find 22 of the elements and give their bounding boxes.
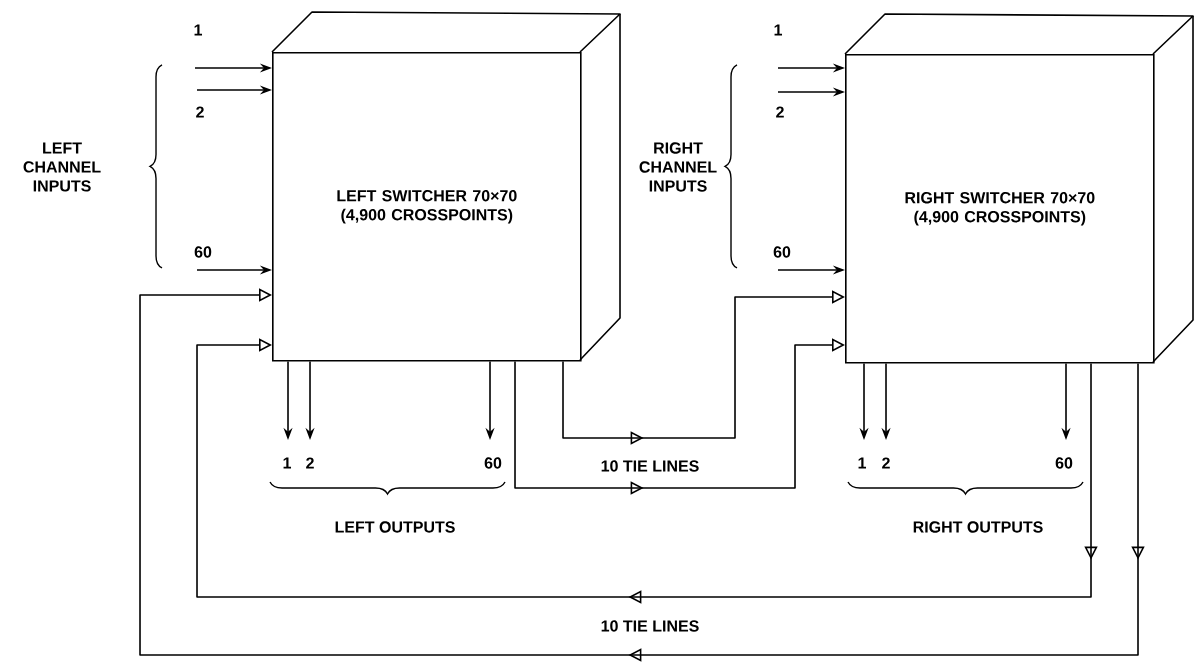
number-label: 60 xyxy=(773,246,791,258)
text-label: 60 xyxy=(1055,457,1073,469)
number-label: 1 xyxy=(194,24,202,36)
number-label: 2 xyxy=(776,106,784,118)
number-label: 2 xyxy=(306,457,314,469)
number-label: 60 xyxy=(194,246,212,258)
tie-line xyxy=(139,288,1145,662)
text-label: RIGHT OUTPUTS xyxy=(913,521,1043,533)
tie-line xyxy=(196,338,1098,604)
text-label: LEFT CHANNEL INPUTS xyxy=(23,142,101,192)
text-label: 10 TIE LINES xyxy=(601,620,699,632)
number-label: 1 xyxy=(774,24,782,36)
number-label: 2 xyxy=(882,457,890,469)
switcher-cube: LEFT SWITCHER 70×70 (4,900 CROSSPOINTS) xyxy=(271,11,621,362)
number-label: 10 TIE LINES xyxy=(601,460,699,472)
text-label: RIGHT CHANNEL INPUTS xyxy=(639,142,717,192)
text-label: LEFT OUTPUTS xyxy=(335,521,455,533)
number-label: 1 xyxy=(858,457,866,469)
number-label: 2 xyxy=(196,106,204,118)
switcher-cube: RIGHT SWITCHER 70×70 (4,900 CROSSPOINTS) xyxy=(844,13,1194,364)
number-label: 1 xyxy=(283,457,291,469)
number-label: 60 xyxy=(484,457,502,469)
